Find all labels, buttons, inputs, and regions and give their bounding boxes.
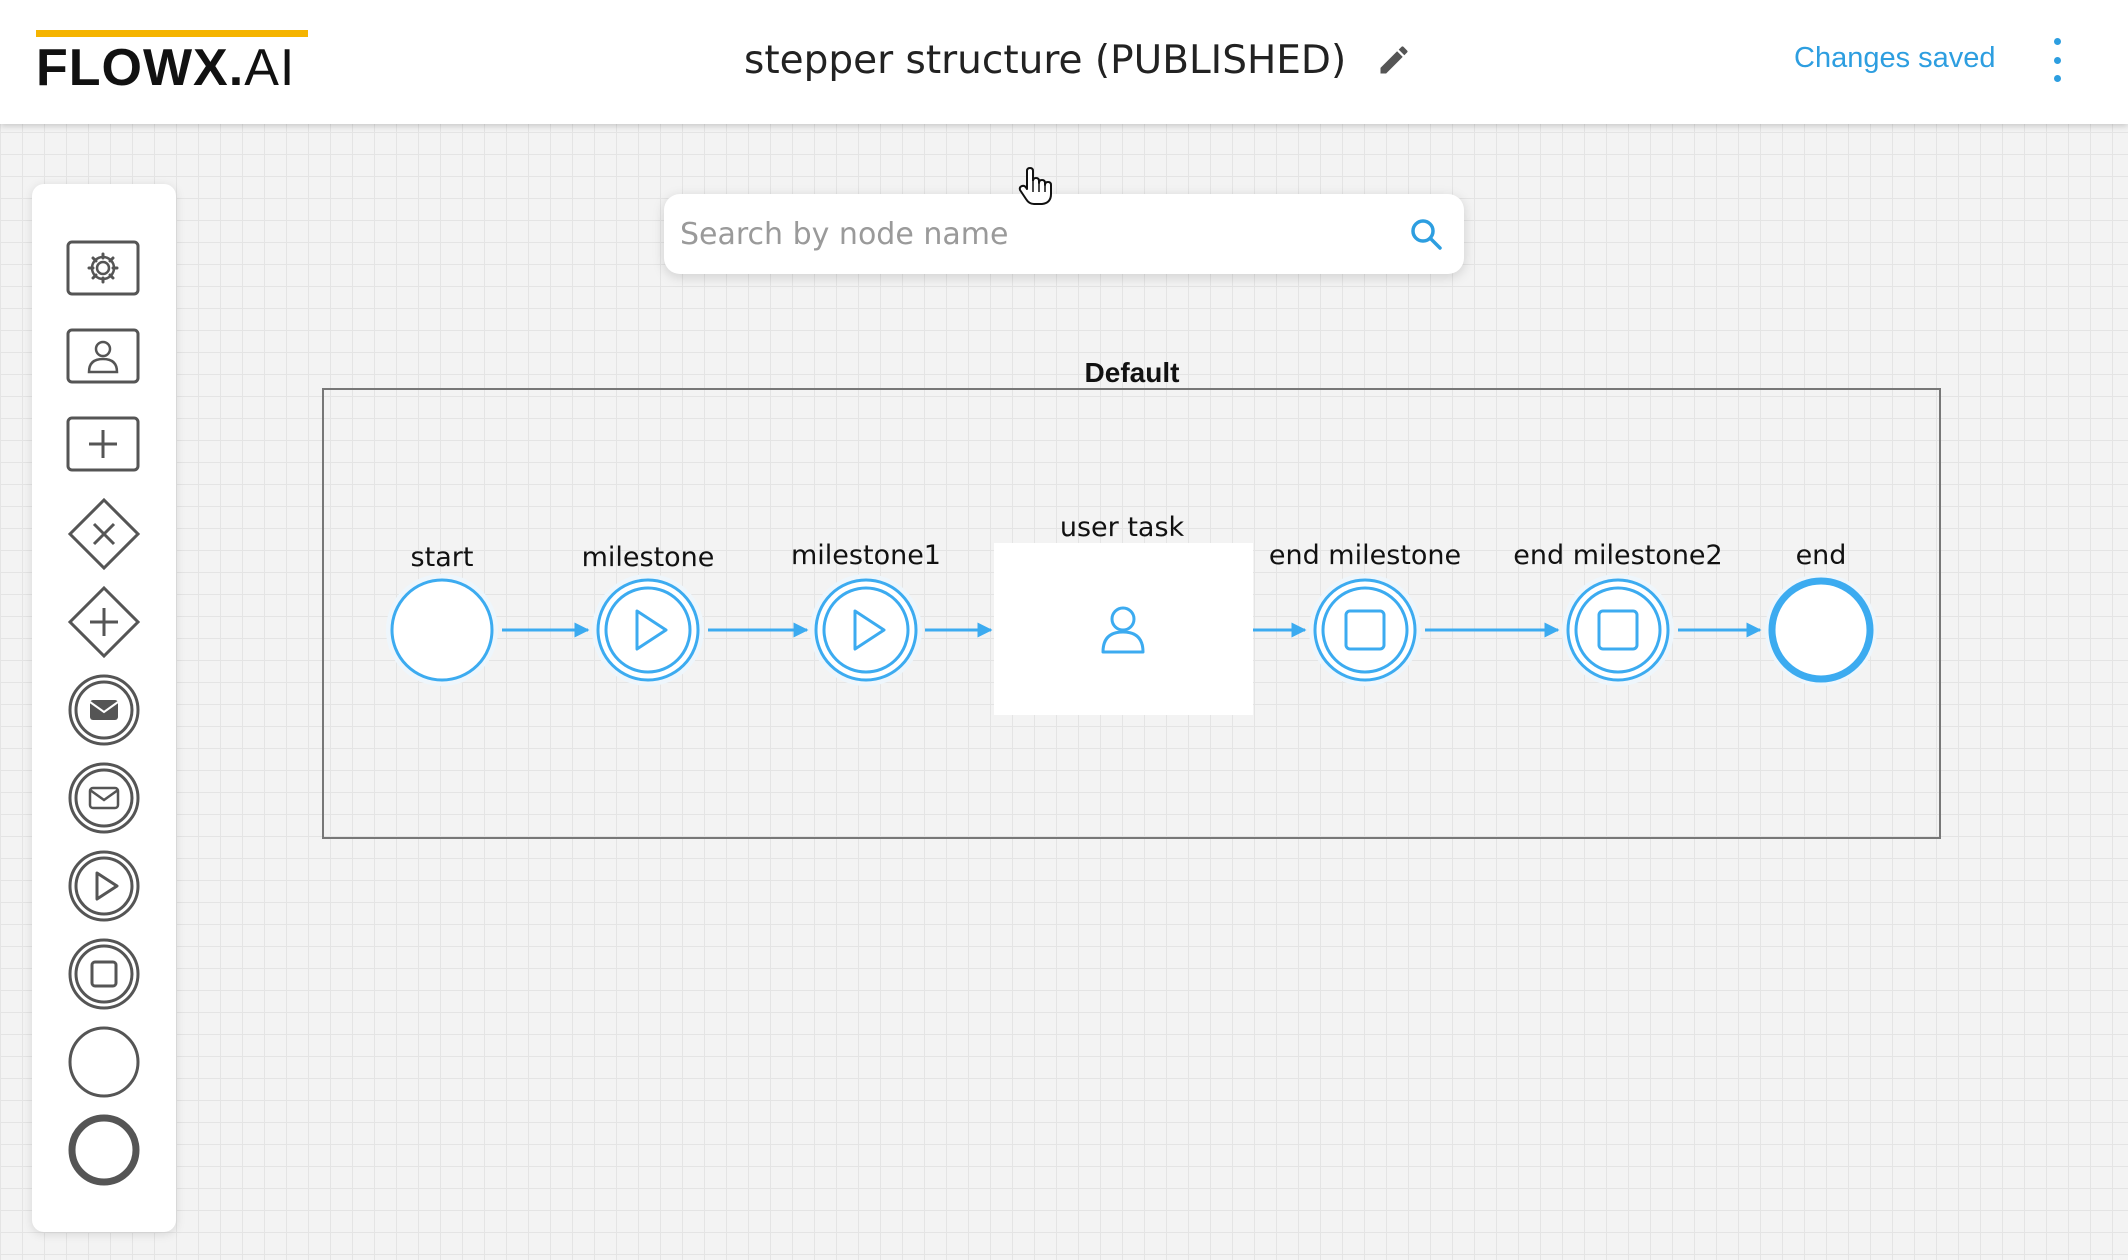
hand-cursor-icon xyxy=(1018,167,1052,205)
play-icon xyxy=(853,609,886,651)
node-label: milestone1 xyxy=(791,540,941,571)
node-user-task[interactable]: user task xyxy=(994,512,1253,715)
process-title-wrap: stepper structure (PUBLISHED) xyxy=(744,30,1412,90)
stop-icon xyxy=(1344,609,1386,651)
plus-icon[interactable] xyxy=(62,404,146,488)
node-end-milestone2[interactable]: end milestone2 xyxy=(1513,540,1723,686)
node-label: end milestone xyxy=(1269,540,1461,571)
logo-text-bold: FLOWX. xyxy=(36,39,245,97)
process-title: stepper structure (PUBLISHED) xyxy=(744,37,1347,83)
save-status: Changes saved xyxy=(1794,42,1996,74)
more-options-icon[interactable] xyxy=(2042,38,2072,82)
swimlane-title: Default xyxy=(1085,357,1180,388)
user-task-icon[interactable] xyxy=(62,316,146,400)
node-label: end xyxy=(1796,540,1847,571)
play-icon xyxy=(635,609,668,651)
node-palette xyxy=(32,184,176,1232)
node-end[interactable]: end xyxy=(1765,540,1877,686)
logo-text-light: AI xyxy=(244,39,296,97)
node-milestone1[interactable]: milestone1 xyxy=(791,540,941,686)
node-start[interactable]: start xyxy=(386,542,498,686)
start-milestone-icon[interactable] xyxy=(62,844,146,928)
flowx-logo: FLOWX.AI xyxy=(36,30,310,96)
user-icon xyxy=(1101,606,1145,654)
node-milestone[interactable]: milestone xyxy=(582,542,715,686)
stop-icon xyxy=(1597,609,1639,651)
exclusive-gateway-icon[interactable] xyxy=(62,492,146,576)
parallel-gateway-icon[interactable] xyxy=(62,580,146,664)
end-event-icon xyxy=(1768,577,1874,683)
logo-accent-bar xyxy=(36,30,308,37)
node-search-box xyxy=(664,194,1464,274)
start-event-icon xyxy=(390,578,494,682)
message-send-icon[interactable] xyxy=(62,668,146,752)
app-header: FLOWX.AI stepper structure (PUBLISHED) C… xyxy=(0,0,2128,124)
end-event-icon[interactable] xyxy=(62,1108,146,1192)
start-event-icon[interactable] xyxy=(62,1020,146,1104)
pencil-icon[interactable] xyxy=(1376,42,1412,78)
gear-icon[interactable] xyxy=(62,228,146,312)
node-label: start xyxy=(411,542,474,573)
search-input[interactable] xyxy=(680,204,1380,264)
node-label: milestone xyxy=(582,542,715,573)
search-icon[interactable] xyxy=(1408,216,1444,252)
node-label: end milestone2 xyxy=(1513,540,1722,571)
message-receive-icon[interactable] xyxy=(62,756,146,840)
node-label: user task xyxy=(1060,512,1185,543)
end-milestone-icon[interactable] xyxy=(62,932,146,1016)
node-end-milestone[interactable]: end milestone xyxy=(1269,540,1461,686)
swimlane-default[interactable] xyxy=(322,388,1941,839)
